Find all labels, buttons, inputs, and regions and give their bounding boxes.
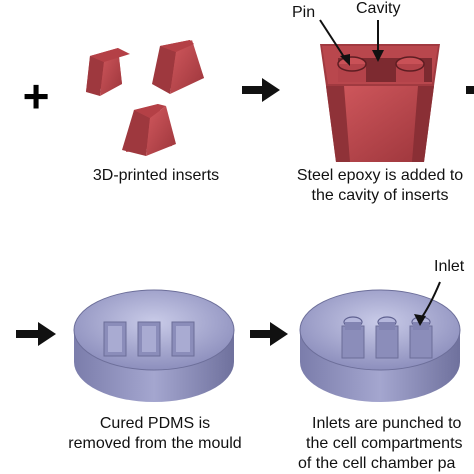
pin-pointer-head <box>340 54 350 66</box>
arrow-4 <box>250 322 288 346</box>
epoxy-insert-block <box>320 44 440 162</box>
inlet-pointer-head <box>414 314 426 326</box>
pdms-disc-1 <box>73 289 235 402</box>
step-3-caption-line-2: removed from the mould <box>68 435 242 452</box>
step-1-caption-line-1: 3D-printed inserts <box>92 167 220 184</box>
step-2-caption: Steel epoxy is added to the cavity of in… <box>286 166 474 206</box>
step-1-caption: 3D-printed inserts <box>82 166 230 186</box>
insert-shape-1 <box>86 48 130 96</box>
insert-shape-3 <box>122 104 176 156</box>
pdms-disc-2 <box>299 289 461 402</box>
step-4-caption-line-1: Inlets are punched to <box>312 415 462 432</box>
insert-shape-2 <box>152 40 204 94</box>
step-2-caption-line-2: the cavity of inserts <box>311 187 449 204</box>
arrow-partial <box>466 86 474 94</box>
inlet-label: Inlet <box>434 258 465 275</box>
cavity-pointer-head <box>372 50 384 62</box>
arrow-1 <box>242 78 280 102</box>
step-3-caption: Cured PDMS is removed from the mould <box>50 414 260 454</box>
cavity-label: Cavity <box>356 0 401 17</box>
plus-sign: + <box>23 70 50 122</box>
step-4-caption-line-3: of the cell chamber pa <box>298 455 456 472</box>
arrow-3 <box>16 322 56 346</box>
step-3-caption-line-1: Cured PDMS is <box>99 415 211 432</box>
pin-pointer <box>319 19 347 61</box>
pin-label: Pin <box>292 4 316 21</box>
step-4-caption: Inlets are punched to the cell compartme… <box>298 414 474 474</box>
step-2-caption-line-1: Steel epoxy is added to <box>296 167 464 184</box>
step-4-caption-line-2: the cell compartments <box>306 435 463 452</box>
